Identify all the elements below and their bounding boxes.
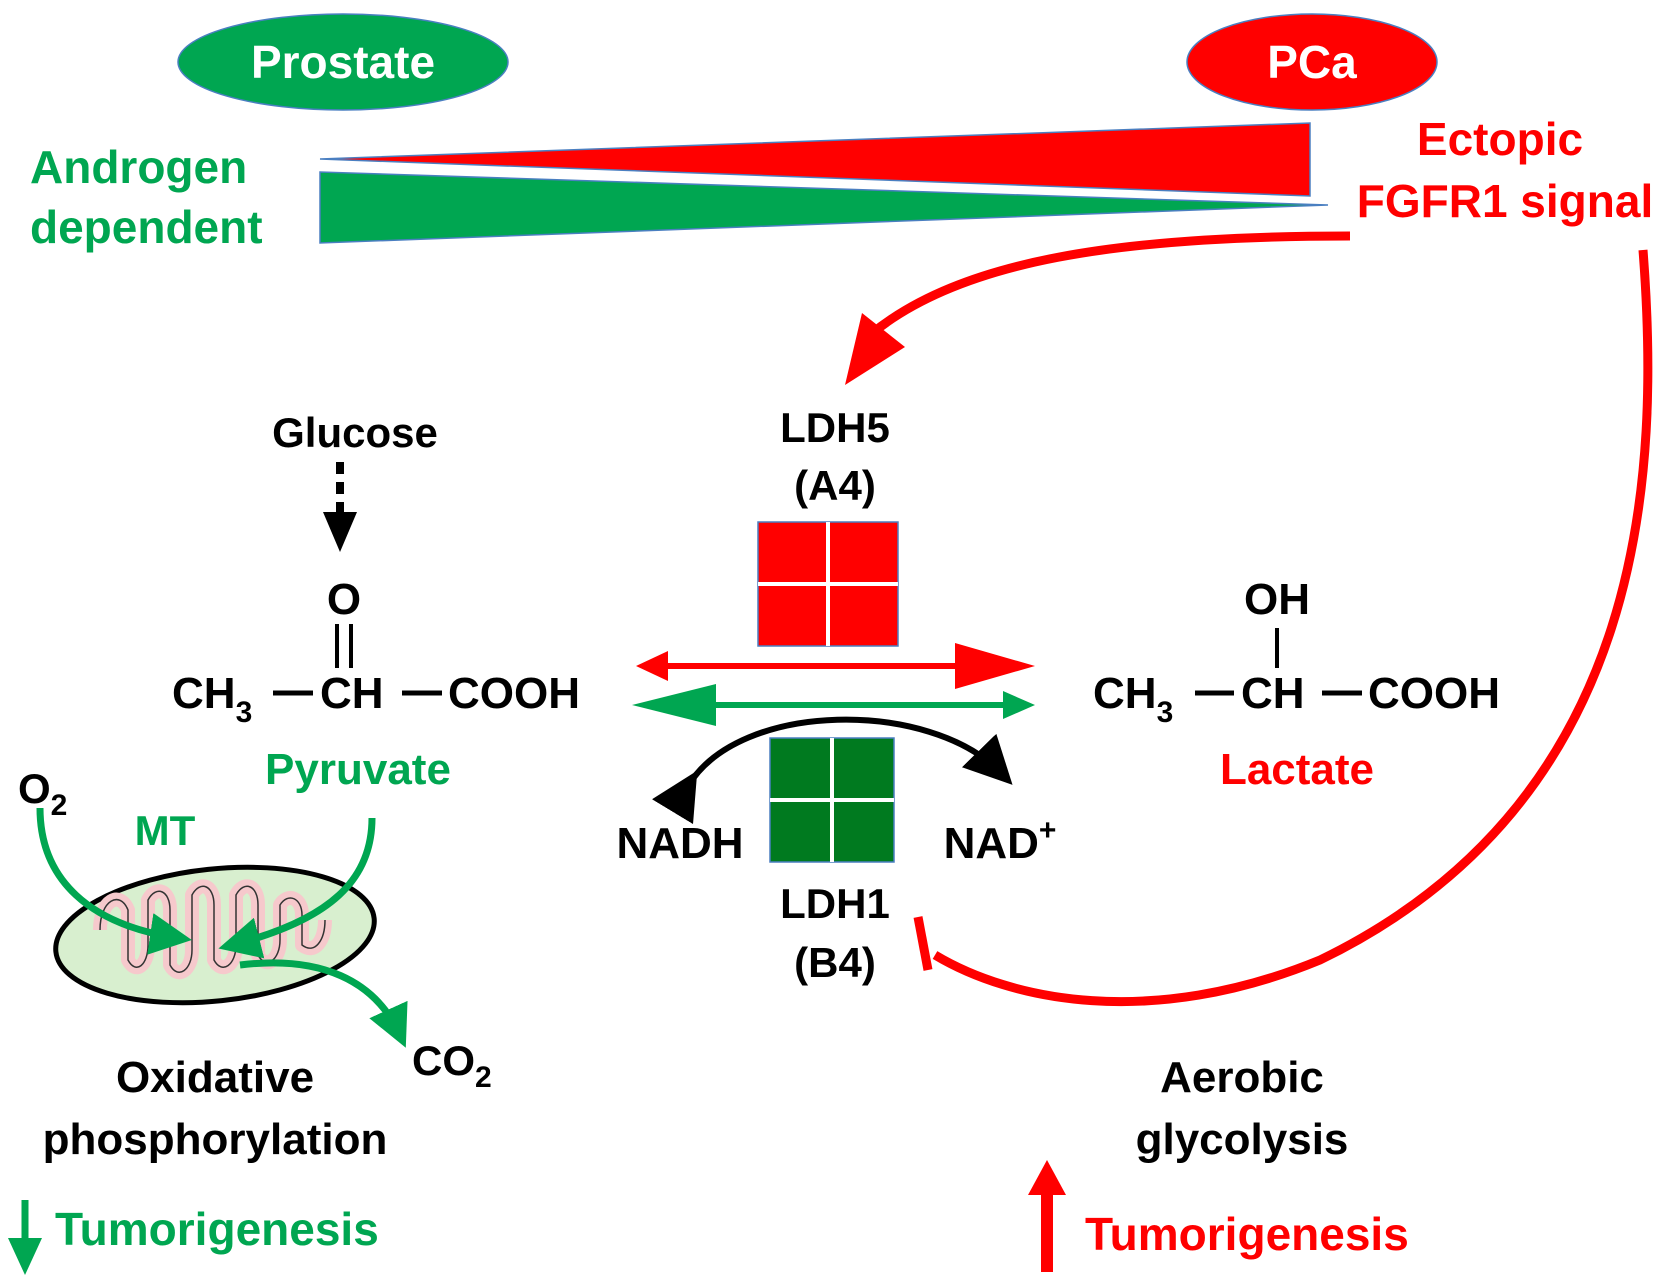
- pyruvate-ch3: CH3: [172, 669, 252, 729]
- ldh5-label-line2: (A4): [794, 462, 876, 509]
- ldh1-label-line2: (B4): [794, 939, 876, 986]
- glucose-label: Glucose: [272, 409, 438, 456]
- ldh1-label-line1: LDH1: [780, 880, 890, 927]
- up-arrow-icon: [1028, 1160, 1066, 1272]
- glucose-dashed-arrow: [323, 462, 357, 552]
- pyruvate-uptake-arrow: [218, 817, 376, 959]
- cofactor-arc: [651, 716, 1013, 825]
- fgfr1-inhibition-arc: [913, 249, 1653, 1007]
- prostate-badge: Prostate: [177, 13, 509, 111]
- co2-release-arrow: [239, 959, 408, 1048]
- ectopic-label-line2: FGFR1 signal: [1357, 175, 1653, 227]
- ldh5-tetramer: [757, 521, 899, 647]
- lactate-ch3: CH3: [1093, 669, 1173, 729]
- fgfr1-activation-arrow: [845, 231, 1351, 385]
- pyruvate-oxygen: O: [327, 575, 361, 624]
- pca-badge: PCa: [1186, 13, 1438, 111]
- nad-label: NAD+: [944, 814, 1057, 868]
- pca-label: PCa: [1267, 36, 1357, 88]
- pyruvate-ch: CH: [320, 669, 384, 718]
- o2-label: O2: [18, 765, 67, 822]
- pyruvate-cooh: COOH: [448, 669, 580, 718]
- androgen-label-line2: dependent: [30, 201, 263, 253]
- mitochondrion-icon: [53, 864, 377, 1006]
- prostate-label: Prostate: [251, 36, 435, 88]
- ldh5-reaction-arrow: [636, 643, 1035, 689]
- ldh5-label-line1: LDH5: [780, 404, 890, 451]
- pyruvate-name: Pyruvate: [265, 745, 451, 794]
- lactate-ch: CH: [1241, 669, 1305, 718]
- oxphos-label-line2: phosphorylation: [43, 1115, 388, 1164]
- down-arrow-icon: [8, 1200, 42, 1275]
- androgen-wedge: [319, 171, 1329, 244]
- fgfr1-wedge: [319, 122, 1311, 197]
- co2-label: CO2: [412, 1037, 492, 1094]
- lactate-structure: OH CH3 CH COOH: [1093, 575, 1500, 729]
- ldh1-reaction-arrow: [632, 684, 1035, 726]
- lactate-oh: OH: [1244, 575, 1310, 624]
- nadh-label: NADH: [616, 819, 743, 868]
- lactate-name: Lactate: [1220, 745, 1374, 794]
- oxphos-label-line1: Oxidative: [116, 1053, 314, 1102]
- o2-uptake-arrow: [36, 807, 192, 955]
- ldh1-tetramer: [769, 737, 895, 863]
- lactate-cooh: COOH: [1368, 669, 1500, 718]
- ectopic-label-line1: Ectopic: [1417, 113, 1583, 165]
- tumorigenesis-down-label: Tumorigenesis: [55, 1203, 379, 1255]
- glycolysis-label-line2: glycolysis: [1136, 1115, 1349, 1164]
- pyruvate-structure: O CH3 CH COOH: [172, 575, 580, 729]
- mt-label: MT: [135, 807, 196, 854]
- glycolysis-label-line1: Aerobic: [1160, 1053, 1324, 1102]
- androgen-label-line1: Androgen: [30, 141, 247, 193]
- tumorigenesis-up-label: Tumorigenesis: [1085, 1208, 1409, 1260]
